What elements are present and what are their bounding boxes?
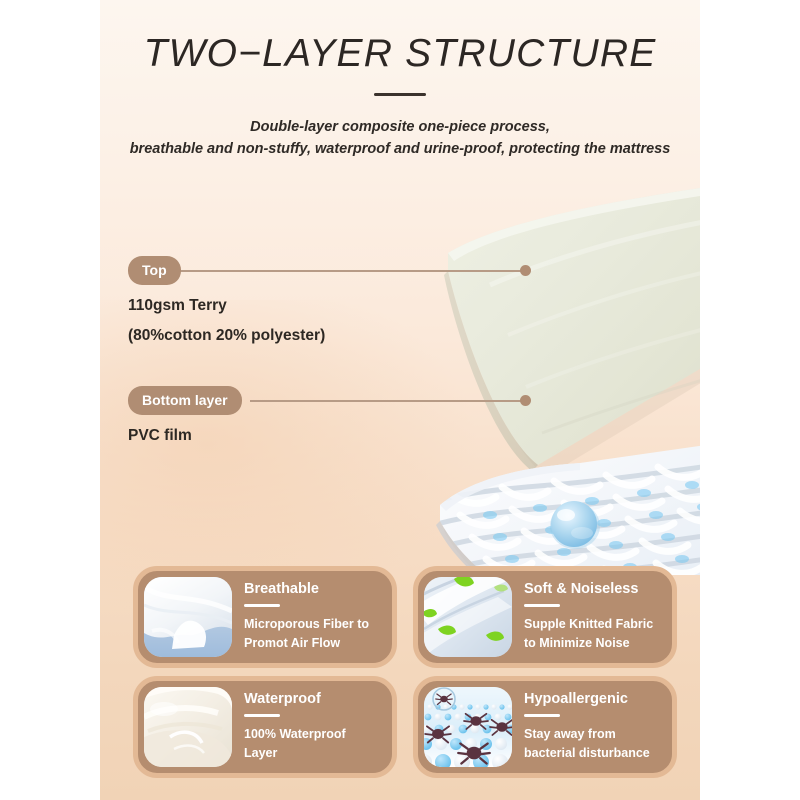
callout-text-bottom: PVC film	[128, 421, 242, 451]
card-desc-line-2: to Minimize Noise	[524, 635, 630, 650]
feature-card-waterproof[interactable]: Waterproof 100% Waterproof Layer	[133, 676, 397, 778]
subtitle-line-2: breathable and non-stuffy, waterproof an…	[129, 141, 671, 157]
card-text: Hypoallergenic Stay away from bacterial …	[512, 690, 654, 763]
card-description: Supple Knitted Fabric to Minimize Noise	[524, 615, 653, 653]
card-wrap: Waterproof 100% Waterproof Layer	[125, 672, 405, 782]
card-desc-line-2: Promot Air Flow	[244, 635, 341, 650]
dust-mite-icon	[424, 693, 512, 765]
feature-card-hypoallergenic[interactable]: Hypoallergenic Stay away from bacterial …	[413, 676, 677, 778]
header: TWO−LAYER STRUCTURE Double-layer composi…	[100, 0, 700, 160]
card-wrap: Breathable Microporous Fiber to Promot A…	[125, 562, 405, 672]
card-desc-line-2: bacterial disturbance	[524, 745, 650, 760]
knitted-fabric-photo	[424, 577, 512, 657]
feature-card-breathable[interactable]: Breathable Microporous Fiber to Promot A…	[133, 566, 397, 668]
card-divider	[524, 604, 560, 607]
card-title: Waterproof	[244, 690, 321, 707]
card-description: Stay away from bacterial disturbance	[524, 725, 650, 763]
card-title: Soft & Noiseless	[524, 580, 639, 597]
card-description: Microporous Fiber to Promot Air Flow	[244, 615, 369, 653]
card-desc-line-1: Microporous Fiber to	[244, 616, 369, 631]
card-divider	[244, 604, 280, 607]
callout-top-line-1: 110gsm Terry	[128, 297, 227, 314]
callout-top-line-2: (80%cotton 20% polyester)	[128, 327, 326, 344]
feature-cards-grid: Breathable Microporous Fiber to Promot A…	[125, 562, 685, 782]
card-desc-line-1: 100% Waterproof	[244, 726, 346, 741]
pvc-film-bottom-layer	[436, 445, 700, 575]
card-divider	[524, 714, 560, 717]
subtitle: Double-layer composite one-piece process…	[120, 116, 680, 160]
page-title: TWO−LAYER STRUCTURE	[143, 32, 657, 75]
callout-bottom-layer: Bottom layer PVC film	[128, 386, 531, 451]
dust-mite-surface-photo	[424, 687, 512, 767]
card-text: Breathable Microporous Fiber to Promot A…	[232, 580, 373, 653]
card-text: Waterproof 100% Waterproof Layer	[232, 690, 350, 763]
card-wrap: Hypoallergenic Stay away from bacterial …	[405, 672, 685, 782]
card-title: Breathable	[244, 580, 319, 597]
breathable-fabric-photo	[144, 577, 232, 657]
card-description: 100% Waterproof Layer	[244, 725, 346, 763]
callout-badge-bottom: Bottom layer	[128, 386, 242, 415]
callout-top-layer: Top 110gsm Terry (80%cotton 20% polyeste…	[128, 256, 531, 351]
water-droplet	[550, 501, 600, 549]
callout-leader-line	[178, 270, 523, 272]
card-divider	[244, 714, 280, 717]
subtitle-line-1: Double-layer composite one-piece process…	[250, 119, 550, 135]
card-desc-line-1: Supple Knitted Fabric	[524, 616, 654, 631]
card-title: Hypoallergenic	[524, 690, 628, 707]
card-text: Soft & Noiseless Supple Knitted Fabric t…	[512, 580, 657, 653]
terry-top-layer	[444, 187, 700, 477]
waterproof-fabric-photo	[144, 687, 232, 767]
product-illustration	[430, 175, 700, 575]
callout-badge-top: Top	[128, 256, 181, 285]
content-panel: TWO−LAYER STRUCTURE Double-layer composi…	[100, 0, 700, 800]
callout-endpoint-dot	[520, 265, 531, 276]
title-divider	[374, 93, 426, 96]
callout-bottom-line-1: PVC film	[128, 427, 192, 444]
feature-card-soft-noiseless[interactable]: Soft & Noiseless Supple Knitted Fabric t…	[413, 566, 677, 668]
card-desc-line-1: Stay away from	[524, 726, 616, 741]
callout-text-top: 110gsm Terry (80%cotton 20% polyester)	[128, 291, 325, 351]
card-desc-line-2: Layer	[244, 745, 278, 760]
card-wrap: Soft & Noiseless Supple Knitted Fabric t…	[405, 562, 685, 672]
callout-leader-line	[250, 400, 525, 402]
callout-endpoint-dot	[520, 395, 531, 406]
